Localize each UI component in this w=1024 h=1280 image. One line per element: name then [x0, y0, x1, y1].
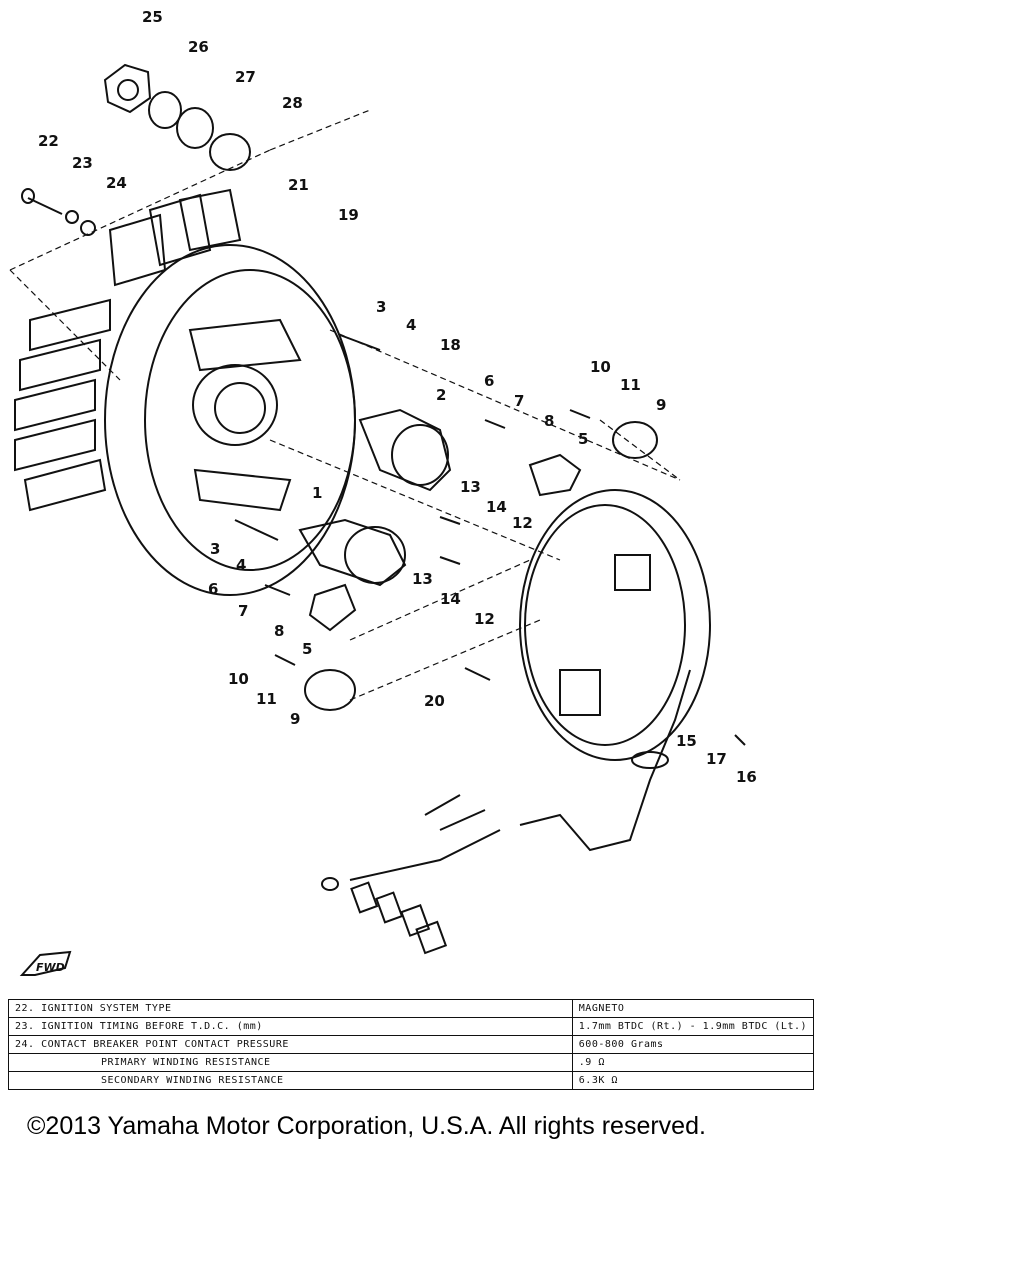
callout-15: 15	[676, 732, 697, 750]
callout-26: 26	[188, 38, 209, 56]
callout-16: 16	[736, 768, 757, 786]
callout-7: 7	[238, 602, 248, 620]
spec-label: 24. CONTACT BREAKER POINT CONTACT PRESSU…	[8, 1035, 573, 1054]
screw-set-22-24	[21, 188, 96, 236]
wiring-harness	[321, 669, 691, 955]
callout-3: 3	[376, 298, 386, 316]
spec-row: 23. IGNITION TIMING BEFORE T.D.C. (mm)1.…	[8, 1017, 815, 1036]
callout-5: 5	[302, 640, 312, 658]
fwd-arrow-icon	[19, 950, 72, 976]
callout-12: 12	[512, 514, 533, 532]
condenser-upper	[612, 421, 658, 459]
callout-4: 4	[236, 556, 246, 574]
callout-5: 5	[578, 430, 588, 448]
callout-21: 21	[288, 176, 309, 194]
contact-breaker-upper	[528, 453, 582, 497]
callout-24: 24	[106, 174, 127, 192]
callout-14: 14	[440, 590, 461, 608]
assembly-guide-lines	[9, 109, 681, 701]
spec-row: 24. CONTACT BREAKER POINT CONTACT PRESSU…	[8, 1035, 815, 1054]
callout-22: 22	[38, 132, 59, 150]
callout-18: 18	[440, 336, 461, 354]
callout-10: 10	[228, 670, 249, 688]
spec-label: SECONDARY WINDING RESISTANCE	[8, 1071, 573, 1090]
copyright-notice: ©2013 Yamaha Motor Corporation, U.S.A. A…	[27, 1112, 706, 1140]
callout-11: 11	[620, 376, 641, 394]
contact-breaker-lower	[308, 583, 357, 632]
spec-value: MAGNETO	[571, 999, 815, 1018]
callout-13: 13	[412, 570, 433, 588]
callout-17: 17	[706, 750, 727, 768]
spec-value: 600-800 Grams	[571, 1035, 815, 1054]
callout-10: 10	[590, 358, 611, 376]
condenser-lower	[304, 669, 356, 711]
callout-9: 9	[290, 710, 300, 728]
spec-label: PRIMARY WINDING RESISTANCE	[8, 1053, 573, 1072]
callout-1: 1	[312, 484, 322, 502]
callout-2: 2	[436, 386, 446, 404]
callout-7: 7	[514, 392, 524, 410]
ignition-coil-1	[298, 518, 407, 587]
screws-misc	[234, 334, 746, 746]
callout-28: 28	[282, 94, 303, 112]
flywheel-rotor	[104, 244, 356, 596]
callout-27: 27	[235, 68, 256, 86]
spec-value: 1.7mm BTDC (Rt.) - 1.9mm BTDC (Lt.)	[571, 1017, 815, 1036]
callout-14: 14	[486, 498, 507, 516]
nut-and-washers	[103, 63, 251, 171]
spec-value: 6.3K Ω	[571, 1071, 815, 1090]
callout-20: 20	[424, 692, 445, 710]
callout-9: 9	[656, 396, 666, 414]
fwd-label: FWD	[36, 961, 65, 974]
callout-12: 12	[474, 610, 495, 628]
callout-8: 8	[544, 412, 554, 430]
exploded-parts-diagram: 2526272822232421193418678101192513141213…	[9, 8, 757, 976]
callout-4: 4	[406, 316, 416, 334]
callout-11: 11	[256, 690, 277, 708]
callout-3: 3	[210, 540, 220, 558]
callout-19: 19	[338, 206, 359, 224]
spec-row: PRIMARY WINDING RESISTANCE.9 Ω	[8, 1053, 815, 1072]
callout-6: 6	[208, 580, 218, 598]
stator-base-plate	[519, 489, 711, 761]
spec-value: .9 Ω	[571, 1053, 815, 1072]
callout-23: 23	[72, 154, 93, 172]
callout-13: 13	[460, 478, 481, 496]
callout-25: 25	[142, 8, 163, 26]
callout-6: 6	[484, 372, 494, 390]
spec-label: 22. IGNITION SYSTEM TYPE	[8, 999, 573, 1018]
ignition-coil-2	[358, 408, 452, 492]
callout-8: 8	[274, 622, 284, 640]
flywheel-fins	[14, 188, 242, 512]
spec-label: 23. IGNITION TIMING BEFORE T.D.C. (mm)	[8, 1017, 573, 1036]
